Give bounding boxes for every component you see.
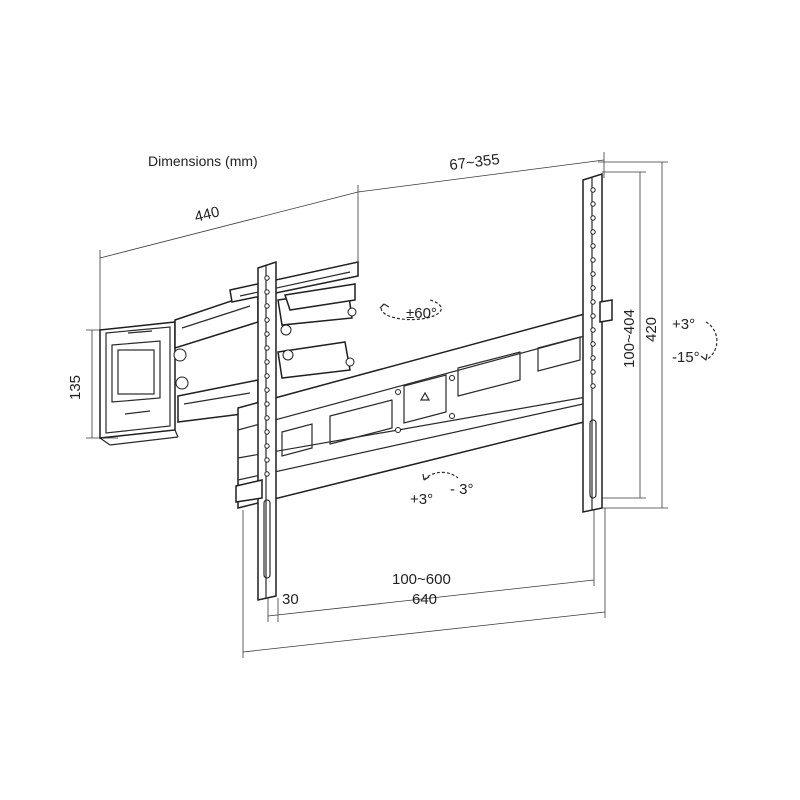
rotate-plus-label: +3° <box>410 491 433 508</box>
offset-label: 30 <box>282 591 299 608</box>
left-vertical-bracket <box>235 260 277 601</box>
bracket-height-label: 420 <box>643 317 660 342</box>
arm-length-label: 440 <box>193 203 221 226</box>
wall-plate-height-label: 135 <box>67 375 84 400</box>
tilt-down-label: -15° <box>672 349 700 366</box>
wall-plate <box>99 321 189 446</box>
tv-rail <box>237 311 593 509</box>
diagram-title: Dimensions (mm) <box>148 153 258 169</box>
tilt-arrow <box>700 321 718 361</box>
rotate-arrow <box>422 471 459 481</box>
rotate-minus-label: - 3° <box>450 481 474 498</box>
vesa-vertical-label: 100~404 <box>621 309 638 368</box>
vesa-horizontal-label: 100~600 <box>392 571 451 588</box>
overall-width-label: 640 <box>412 591 437 608</box>
extension-label: 67~355 <box>448 151 500 174</box>
dimension-lines <box>86 152 668 658</box>
right-vertical-bracket <box>582 172 613 513</box>
swivel-arrow <box>379 299 442 321</box>
swivel-label: ±60° <box>406 305 437 322</box>
tilt-up-label: +3° <box>672 316 695 333</box>
